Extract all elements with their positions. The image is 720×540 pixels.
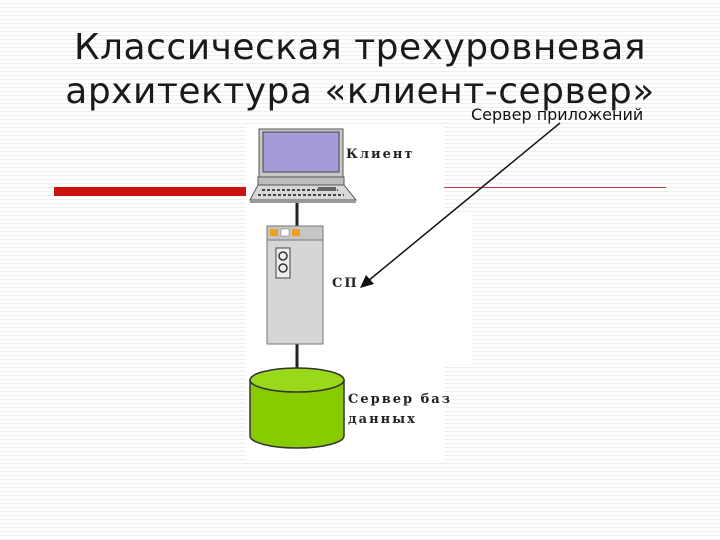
divider-line bbox=[444, 187, 666, 188]
app-server-label: СП bbox=[332, 276, 359, 291]
computer-icon bbox=[249, 128, 358, 203]
accent-bar bbox=[54, 187, 246, 196]
annotation-app-server: Сервер приложений bbox=[471, 105, 644, 124]
db-label-line-1: Сервер баз bbox=[348, 392, 453, 407]
title-line-2: архитектура «клиент-сервер» bbox=[65, 71, 655, 112]
slide-title: Классическая трехуровневая архитектура «… bbox=[0, 26, 720, 114]
db-label-line-2: данных bbox=[348, 412, 417, 427]
title-line-1: Классическая трехуровневая bbox=[73, 27, 647, 68]
database-cylinder-icon bbox=[249, 367, 345, 449]
server-tower-icon bbox=[266, 225, 324, 345]
annotation-arrow bbox=[360, 122, 561, 288]
client-label: Клиент bbox=[346, 147, 415, 162]
